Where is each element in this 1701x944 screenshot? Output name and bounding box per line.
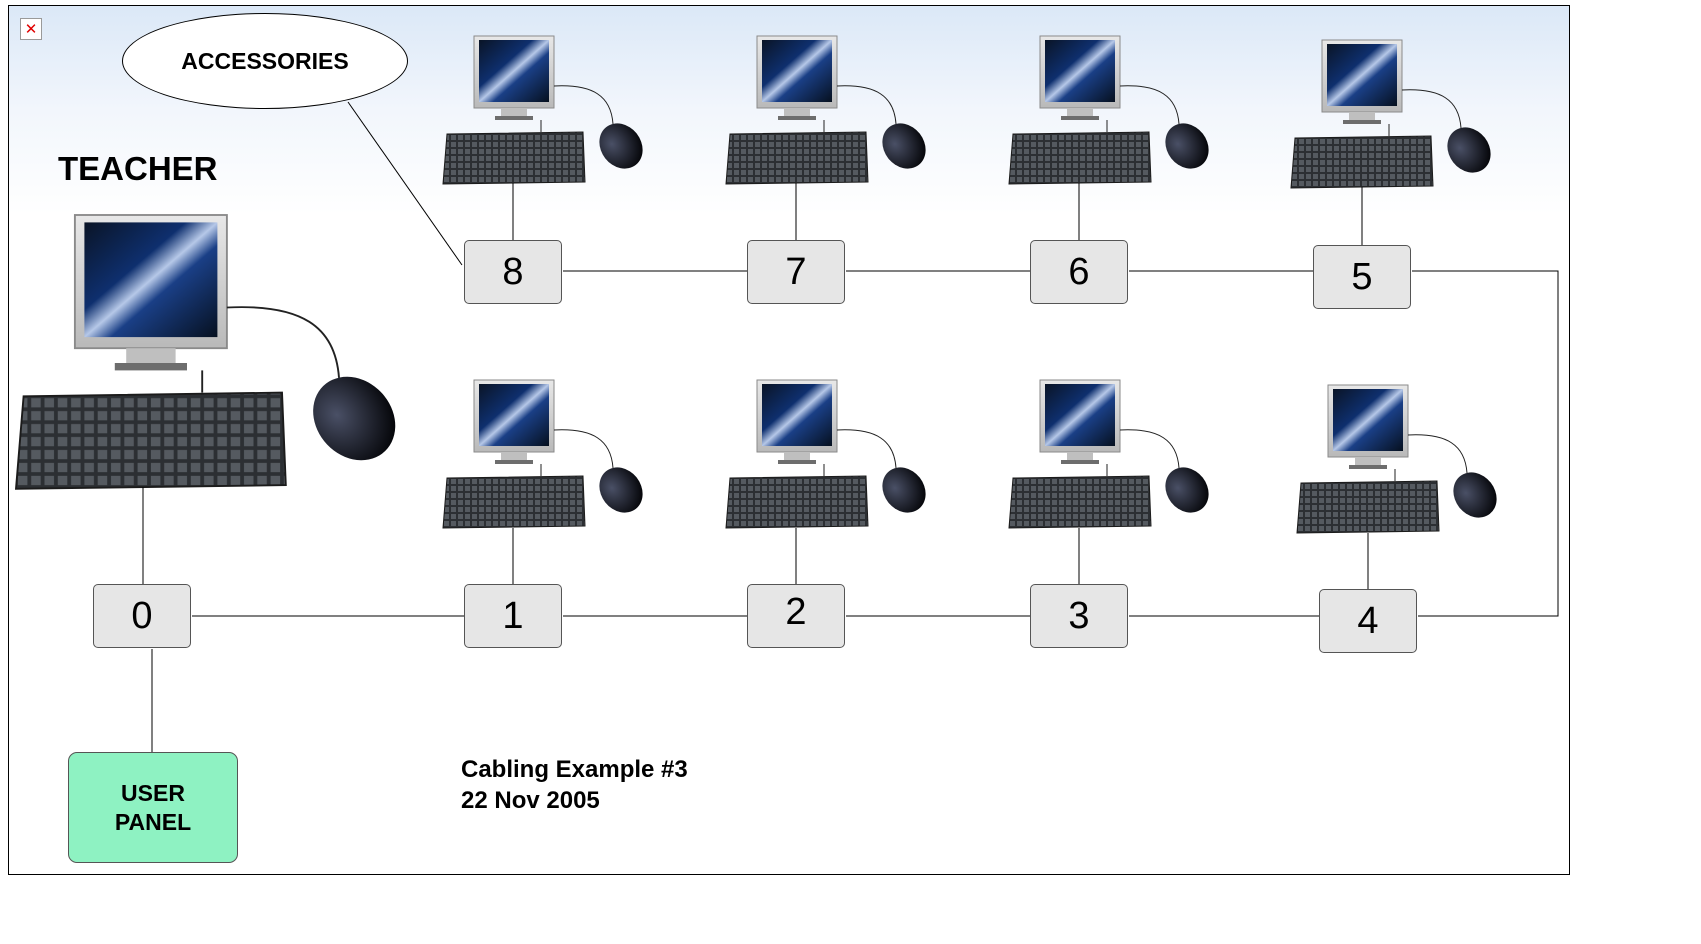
diagram-caption: Cabling Example #3 22 Nov 2005 <box>461 754 688 816</box>
node-label: 5 <box>1351 255 1373 298</box>
workstation-2 <box>725 379 936 529</box>
node-label: 6 <box>1068 250 1090 293</box>
accessories-callout: ACCESSORIES <box>122 13 408 109</box>
caption-title: Cabling Example #3 <box>461 756 688 783</box>
node-label: 4 <box>1357 599 1379 642</box>
node-4: 4 <box>1319 589 1417 653</box>
node-2: 2 <box>747 584 845 648</box>
node-label: 7 <box>785 250 807 293</box>
teacher-workstation <box>15 214 414 490</box>
user-panel-label: USER PANEL <box>114 779 192 835</box>
node-1: 1 <box>464 584 562 648</box>
broken-image-icon: ✕ <box>20 18 42 40</box>
node-7: 7 <box>747 240 845 304</box>
caption-date: 22 Nov 2005 <box>461 787 600 814</box>
node-label: 2 <box>785 591 807 633</box>
node-label: 3 <box>1068 594 1090 637</box>
node-3: 3 <box>1030 584 1128 648</box>
workstation-6 <box>1008 35 1219 185</box>
node-label: 0 <box>131 594 153 637</box>
node-label: 8 <box>502 250 524 293</box>
workstation-8 <box>442 35 653 185</box>
node-8: 8 <box>464 240 562 304</box>
user-panel: USER PANEL <box>68 752 238 863</box>
node-5: 5 <box>1313 245 1411 309</box>
workstation-7 <box>725 35 936 185</box>
node-0: 0 <box>93 584 191 648</box>
teacher-label: TEACHER <box>58 150 218 187</box>
accessories-label: ACCESSORIES <box>181 47 349 74</box>
cabling-lines <box>142 101 1559 752</box>
node-6: 6 <box>1030 240 1128 304</box>
node-label: 1 <box>502 594 524 637</box>
workstation-5 <box>1290 39 1501 189</box>
workstation-3 <box>1008 379 1219 529</box>
workstation-4 <box>1296 384 1507 534</box>
workstation-1 <box>442 379 653 529</box>
